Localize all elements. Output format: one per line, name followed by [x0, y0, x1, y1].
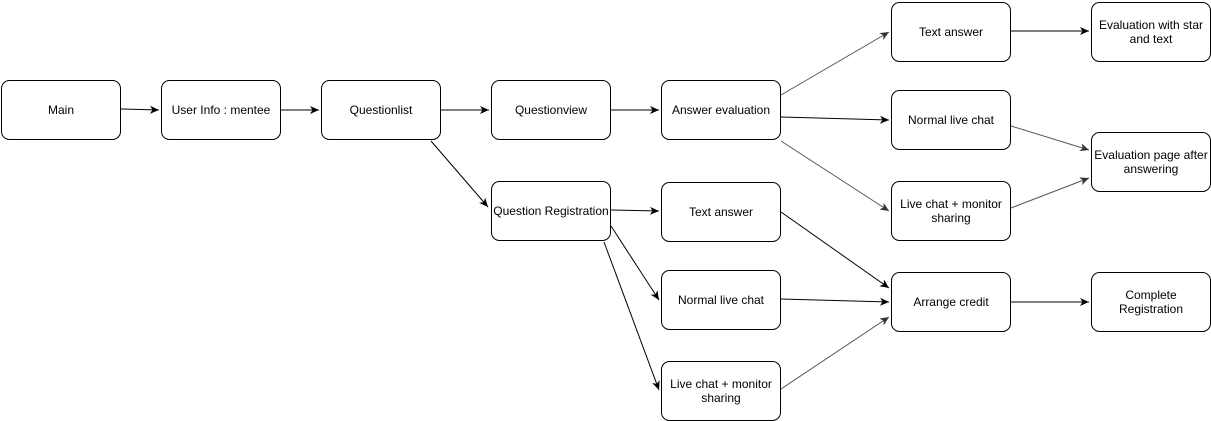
node-box: [491, 181, 611, 241]
node-main: Main: [1, 80, 121, 140]
edge-answer-evaluation-to-normal-chat-eval: [780, 115, 890, 124]
node-normal-chat-eval: Normal live chat: [891, 90, 1011, 150]
node-label: sharing: [931, 211, 970, 225]
edge-question-registration-to-live-monitor-reg: [603, 241, 660, 391]
node-answer-evaluation: Answer evaluation: [661, 80, 781, 140]
node-questionlist: Questionlist: [321, 80, 441, 140]
node-label: Text answer: [919, 25, 983, 39]
node-label: Arrange credit: [913, 295, 989, 309]
node-box: [891, 2, 1011, 62]
node-box: [491, 80, 611, 140]
node-box: [891, 90, 1011, 150]
node-label: Live chat + monitor: [900, 197, 1002, 211]
node-box: [891, 272, 1011, 332]
edge-text-answer-reg-to-arrange-credit: [780, 211, 890, 289]
node-arrange-credit: Arrange credit: [891, 272, 1011, 332]
node-label: User Info : mentee: [172, 103, 271, 117]
node-label: Registration: [1119, 302, 1183, 316]
edge-live-monitor-reg-to-arrange-credit: [780, 316, 890, 390]
node-user-info: User Info : mentee: [161, 80, 281, 140]
node-label: Live chat + monitor: [670, 377, 772, 391]
node-box: [1, 80, 121, 140]
node-question-registration: Question Registration: [491, 181, 611, 241]
node-label: Normal live chat: [908, 113, 995, 127]
edge-question-registration-to-normal-chat-reg: [610, 225, 660, 301]
node-normal-chat-reg: Normal live chat: [661, 270, 781, 330]
edge-answer-evaluation-to-text-answer-eval: [780, 31, 890, 96]
node-label: Complete: [1125, 288, 1177, 302]
node-questionview: Questionview: [491, 80, 611, 140]
edge-questionlist-to-question-registration: [430, 140, 489, 208]
node-label: Questionlist: [350, 103, 413, 117]
node-box: [161, 80, 281, 140]
edge-answer-evaluation-to-live-monitor-eval: [780, 140, 890, 212]
node-label: Answer evaluation: [672, 103, 770, 117]
node-box: [321, 80, 441, 140]
edge-question-registration-to-text-answer-reg: [610, 206, 660, 215]
node-label: Questionview: [515, 103, 587, 117]
node-box: [661, 80, 781, 140]
edge-normal-chat-eval-to-eval-page-after: [1010, 125, 1090, 152]
node-box: [661, 182, 781, 242]
node-text-answer-reg: Text answer: [661, 182, 781, 242]
node-label: Question Registration: [493, 204, 608, 218]
node-label: answering: [1124, 162, 1179, 176]
edge-live-monitor-eval-to-eval-page-after: [1010, 177, 1090, 209]
node-box: [661, 270, 781, 330]
node-label: Evaluation page after: [1094, 148, 1207, 162]
node-label: Normal live chat: [678, 293, 765, 307]
node-label: and text: [1130, 32, 1173, 46]
node-label: Text answer: [689, 205, 753, 219]
node-label: Main: [48, 103, 74, 117]
node-label: sharing: [701, 391, 740, 405]
node-label: Evaluation with star: [1099, 18, 1203, 32]
edge-normal-chat-reg-to-arrange-credit: [780, 297, 890, 306]
edge-main-to-user-info: [120, 105, 160, 114]
node-text-answer-eval: Text answer: [891, 2, 1011, 62]
node-box: [891, 181, 1011, 241]
